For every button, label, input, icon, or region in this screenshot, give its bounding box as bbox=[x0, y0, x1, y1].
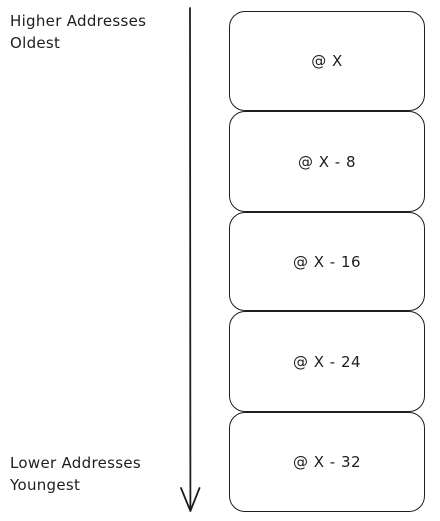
stack-cell-2: @ X - 16 bbox=[229, 212, 425, 311]
stack-cell-1: @ X - 8 bbox=[229, 111, 425, 212]
oldest-text: Oldest bbox=[10, 34, 61, 52]
stack-cell-4: @ X - 32 bbox=[229, 412, 425, 512]
cell-label: @ X - 32 bbox=[292, 453, 362, 471]
higher-addresses-text: Higher Addresses bbox=[10, 12, 147, 30]
stack-cell-0: @ X bbox=[229, 11, 425, 111]
arrow-head bbox=[180, 487, 201, 512]
cell-label: @ X bbox=[311, 52, 343, 70]
higher-addresses-label: Higher Addresses Oldest bbox=[10, 10, 146, 54]
cell-label: @ X - 8 bbox=[297, 152, 357, 171]
lower-addresses-label: Lower Addresses Youngest bbox=[10, 452, 141, 496]
arrow-shaft bbox=[188, 7, 192, 511]
cell-label: @ X - 24 bbox=[292, 352, 362, 371]
cell-label: @ X - 16 bbox=[292, 252, 362, 271]
lower-addresses-text: Lower Addresses bbox=[10, 454, 141, 472]
stack-cell-3: @ X - 24 bbox=[229, 311, 425, 412]
youngest-text: Youngest bbox=[10, 476, 81, 494]
